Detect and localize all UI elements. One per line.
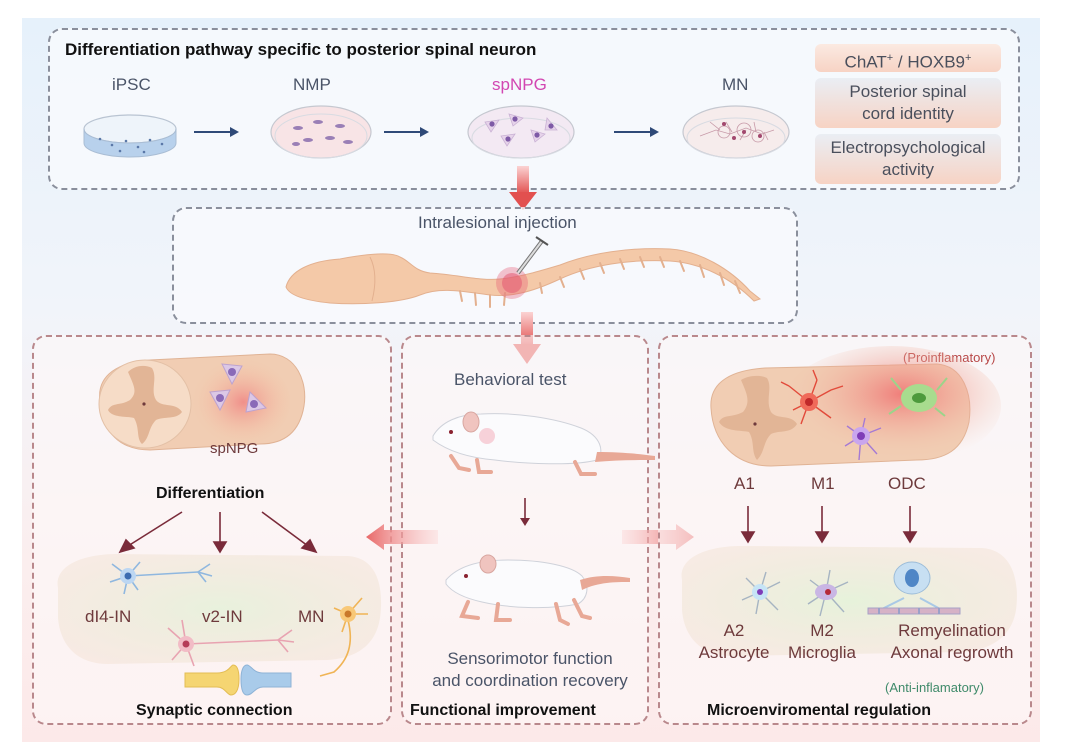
activity-pill: Electropsychological activity	[815, 134, 1001, 184]
stage-label-spnpg: spNPG	[492, 75, 547, 94]
microenvironmental-regulation-heading: Microenviromental regulation	[707, 702, 932, 719]
pro-cell-label-a1: A1	[734, 474, 755, 493]
mn-dish-icon	[682, 105, 790, 159]
polarization-arrows	[740, 506, 918, 544]
outcome-line-2: and coordination recovery	[432, 671, 628, 690]
anti-inflammatory-cord-illustration	[681, 546, 1017, 656]
ipsc-dish-icon	[83, 114, 177, 158]
hoxb9-marker-text: / HOXB9	[893, 52, 965, 72]
functional-improvement-heading: Functional improvement	[410, 702, 596, 719]
spnpg-dish-icon	[467, 105, 575, 159]
a1-to-a2-arrow-icon	[740, 531, 756, 544]
flow-arrow-left-icon	[366, 524, 438, 550]
a2-astrocyte-icon	[741, 571, 781, 615]
anti-cell-a2-line-1: A2	[723, 621, 745, 640]
nmp-dish-icon	[270, 105, 372, 159]
motor-neuron-icon	[319, 597, 368, 677]
neuron-label-mn: MN	[298, 607, 325, 626]
neuron-label-di4: dI4-IN	[85, 607, 132, 626]
arrow-ipsc-to-nmp-icon	[194, 127, 239, 137]
stage-label-nmp: NMP	[293, 75, 331, 94]
anti-inflammatory-label: (Anti-inflamatory)	[885, 680, 984, 695]
marker-pill: ChAT+ / HOXB9+	[815, 44, 1001, 72]
identity-line-1: Posterior spinal	[849, 82, 967, 101]
anti-cell-m2-line-1: M2	[810, 621, 834, 640]
graft-label: spNPG	[210, 440, 259, 457]
syringe-icon	[516, 236, 549, 275]
m2-microglia-icon	[807, 569, 849, 617]
remyelination-cell-icon	[867, 561, 961, 615]
arrow-nmp-to-spnpg-icon	[384, 127, 429, 137]
di4-interneuron-icon	[109, 561, 213, 595]
outcome-text: Sensorimotor function and coordination r…	[428, 648, 632, 692]
branch-arrow-dI4-icon	[118, 538, 136, 554]
chat-superscript: +	[886, 52, 894, 64]
branch-arrow-mn-icon	[300, 538, 318, 554]
anti-cell-remyelination-line-2: Axonal regrowth	[890, 643, 1014, 662]
outcome-line-1: Sensorimotor function	[447, 649, 613, 668]
differentiation-branch-arrows	[118, 511, 318, 554]
activity-line-1: Electropsychological	[830, 138, 986, 157]
rat-before-illustration	[432, 411, 655, 476]
rat-after-illustration	[445, 554, 630, 626]
synapse-icon	[184, 664, 292, 696]
brain-spinal-cord-illustration	[285, 236, 762, 308]
arrow-spnpg-to-mn-icon	[614, 127, 659, 137]
v2-interneuron-icon	[167, 619, 295, 667]
anti-cell-m2-line-2: Microglia	[787, 643, 857, 662]
differentiation-heading: Differentiation	[156, 485, 265, 502]
odc-oligodendrocyte-icon	[888, 377, 948, 417]
pro-cell-label-m1: M1	[811, 474, 835, 493]
synaptic-connection-heading: Synaptic connection	[136, 702, 293, 719]
branch-arrow-v2-icon	[212, 541, 228, 554]
proinflammatory-cord-illustration	[710, 346, 1001, 467]
stage-label-ipsc: iPSC	[112, 75, 151, 94]
anti-cell-m2: M2 Microglia	[780, 620, 864, 664]
activity-line-2: activity	[882, 160, 934, 179]
chat-marker-text: ChAT	[844, 52, 887, 72]
odc-to-remyelination-arrow-icon	[902, 531, 918, 544]
pathway-title: Differentiation pathway specific to post…	[65, 40, 537, 59]
spinal-cord-graft-illustration	[98, 353, 306, 451]
neuron-types-illustration	[57, 554, 382, 677]
functional-improvement-panel	[401, 335, 649, 725]
behavioral-test-label: Behavioral test	[454, 370, 567, 389]
injection-label: Intralesional injection	[418, 213, 577, 232]
anti-cell-remyelination: Remyelination Axonal regrowth	[878, 620, 1026, 664]
pro-cell-label-odc: ODC	[888, 474, 926, 493]
anti-cell-a2-line-2: Astrocyte	[698, 643, 770, 662]
behavior-arrow-down-icon	[520, 498, 530, 526]
neuron-label-v2: v2-IN	[202, 607, 243, 626]
anti-cell-remyelination-line-1: Remyelination	[898, 621, 1006, 640]
identity-line-2: cord identity	[862, 104, 954, 123]
anti-cell-a2: A2 Astrocyte	[694, 620, 774, 664]
stage-label-mn: MN	[722, 75, 749, 94]
flow-arrow-down-1-icon	[509, 166, 537, 210]
hoxb9-superscript: +	[965, 52, 972, 64]
m1-to-m2-arrow-icon	[814, 531, 830, 544]
identity-pill: Posterior spinal cord identity	[815, 78, 1001, 128]
